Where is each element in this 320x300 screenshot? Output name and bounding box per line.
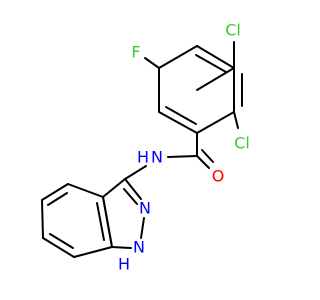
bond bbox=[158, 111, 198, 134]
atom-ring-nitrogen: N bbox=[139, 199, 151, 218]
bond bbox=[102, 178, 126, 198]
bond bbox=[73, 246, 113, 258]
bond bbox=[42, 237, 75, 258]
bond bbox=[123, 188, 138, 205]
bond bbox=[67, 183, 104, 198]
bond bbox=[196, 155, 210, 169]
bond bbox=[196, 111, 235, 134]
bond bbox=[167, 155, 198, 158]
bond bbox=[41, 199, 44, 239]
atom-oxygen: O bbox=[212, 167, 225, 186]
bond bbox=[96, 202, 105, 241]
bond bbox=[47, 192, 68, 206]
bond bbox=[124, 178, 142, 200]
bond bbox=[165, 106, 197, 125]
atom-amide-nitrogen: N bbox=[151, 148, 163, 167]
bond bbox=[233, 111, 239, 129]
bond bbox=[158, 45, 198, 69]
bond bbox=[111, 246, 132, 249]
atom-fluorine: F bbox=[131, 43, 140, 62]
bonds bbox=[41, 41, 243, 258]
atom-nh-nitrogen: N bbox=[133, 238, 145, 257]
bond bbox=[124, 165, 147, 180]
atom-cl-right: Cl bbox=[234, 134, 250, 153]
bond bbox=[196, 67, 235, 91]
bond bbox=[195, 54, 227, 73]
bond bbox=[144, 57, 160, 69]
atom-cl-top: Cl bbox=[225, 21, 241, 40]
bond bbox=[41, 183, 69, 201]
molecule-diagram: Cl Cl F O N H N N H bbox=[41, 21, 250, 274]
bond bbox=[196, 45, 235, 69]
structure-canvas: Cl Cl F O N H N N H bbox=[41, 21, 250, 274]
bond bbox=[201, 149, 214, 163]
bond bbox=[102, 196, 113, 248]
atom-labels: Cl Cl F O N H N N H bbox=[118, 21, 250, 274]
bond bbox=[140, 217, 145, 239]
bond bbox=[49, 233, 74, 249]
atom-amide-hydrogen: H bbox=[137, 148, 149, 167]
atom-nh-hydrogen: H bbox=[118, 255, 130, 274]
